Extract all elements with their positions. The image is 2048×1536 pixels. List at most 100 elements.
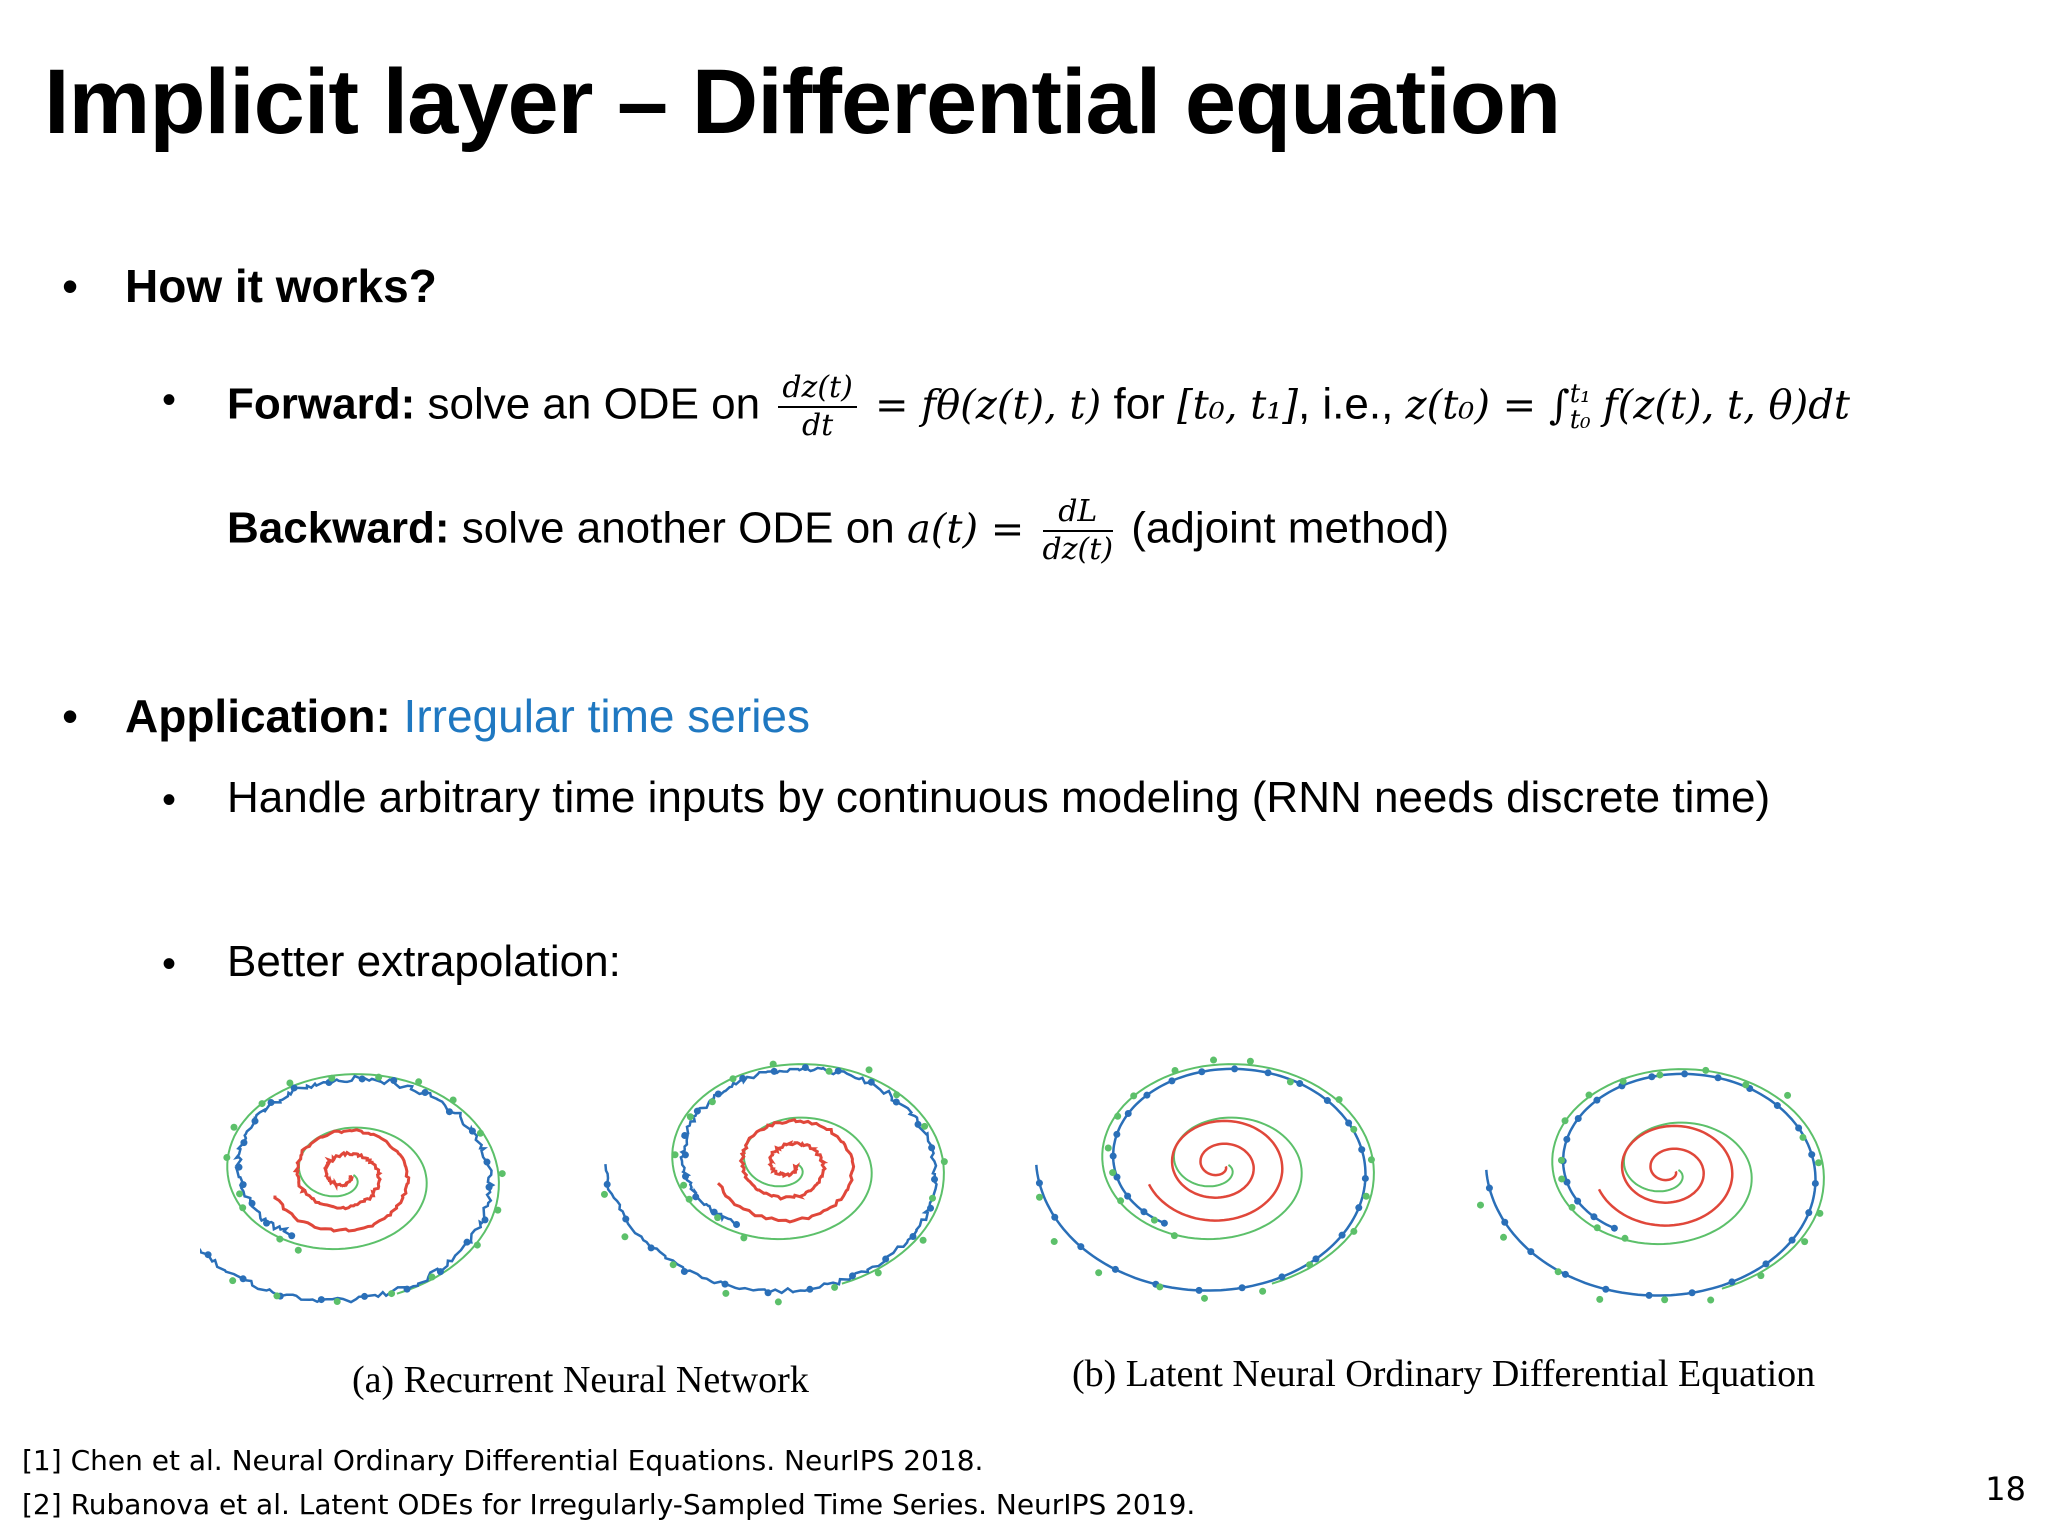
spiral-green-point bbox=[685, 1195, 693, 1203]
spiral-green-point bbox=[1619, 1077, 1627, 1085]
spiral-green-point bbox=[1171, 1067, 1179, 1075]
spiral-green-point bbox=[919, 1236, 927, 1244]
spiral-green-point bbox=[1095, 1269, 1103, 1277]
spiral-blue-point bbox=[290, 1084, 298, 1092]
spiral-blue-point bbox=[1077, 1243, 1085, 1251]
backward-line: Backward: solve another ODE on a(t) = dL… bbox=[227, 494, 1449, 568]
spiral-green-point bbox=[1367, 1156, 1375, 1164]
spiral-blue-point bbox=[721, 1280, 729, 1288]
spiral-green-point bbox=[1757, 1272, 1765, 1280]
spiral-blue-point bbox=[1195, 1286, 1203, 1294]
integral-upper: t₁ bbox=[1569, 379, 1591, 409]
spiral-blue-point bbox=[714, 1090, 722, 1098]
spiral-blue-point bbox=[1773, 1102, 1781, 1110]
spiral-green-point bbox=[1117, 1197, 1125, 1205]
spiral-blue-line bbox=[1485, 1072, 1817, 1297]
spiral-green-point bbox=[473, 1241, 481, 1249]
spiral-blue-point bbox=[681, 1172, 689, 1180]
spiral-blue-point bbox=[1574, 1114, 1582, 1122]
spiral-green-point bbox=[1702, 1066, 1710, 1074]
spiral-green-point bbox=[1656, 1071, 1664, 1079]
spiral-green-point bbox=[1476, 1201, 1484, 1209]
spiral-blue-point bbox=[463, 1238, 471, 1246]
spiral-blue-point bbox=[806, 1285, 814, 1293]
spiral-blue-point bbox=[692, 1193, 700, 1201]
spiral-blue-point bbox=[914, 1120, 922, 1128]
spiral-green-point bbox=[1109, 1169, 1117, 1177]
spiral-blue-point bbox=[1124, 1109, 1132, 1117]
forward-frac-den: dt bbox=[801, 408, 834, 443]
spiral-green-point bbox=[1259, 1287, 1267, 1295]
spiral-green-point bbox=[236, 1190, 244, 1198]
spiral-blue-point bbox=[681, 1131, 689, 1139]
spiral-green-point bbox=[1596, 1295, 1604, 1303]
spiral-green-point bbox=[1621, 1234, 1629, 1242]
spiral-blue-point bbox=[468, 1127, 476, 1135]
spiral-blue-point bbox=[931, 1175, 939, 1183]
spiral-green-point bbox=[1593, 1224, 1601, 1232]
spiral-blue-point bbox=[681, 1151, 689, 1159]
caption-b: (b) Latent Neural Ordinary Differential … bbox=[1072, 1353, 1816, 1395]
application-value: Irregular time series bbox=[403, 690, 810, 742]
spiral-green-point bbox=[273, 1292, 281, 1300]
spiral-blue-point bbox=[239, 1181, 247, 1189]
backward-eq1: a(t) = bbox=[906, 506, 1025, 553]
spiral-green-point bbox=[1585, 1091, 1593, 1099]
spiral-blue-point bbox=[1501, 1218, 1509, 1226]
spiral-blue-point bbox=[1602, 1285, 1610, 1293]
slide-title: Implicit layer – Differential equation bbox=[44, 51, 1561, 153]
spiral-blue-point bbox=[1143, 1091, 1151, 1099]
spiral-blue-point bbox=[927, 1204, 935, 1212]
spiral-blue-point bbox=[1805, 1209, 1813, 1217]
spiral-green-point bbox=[671, 1151, 679, 1159]
bullet-dot: • bbox=[62, 260, 79, 312]
spiral-blue-point bbox=[1358, 1146, 1366, 1154]
spiral-blue-point bbox=[1140, 1208, 1148, 1216]
spiral-blue-point bbox=[483, 1158, 491, 1166]
spiral-green-point bbox=[294, 1246, 302, 1254]
bullet-dot: • bbox=[62, 690, 79, 742]
spiral-green-point bbox=[1114, 1112, 1122, 1120]
spiral-green-point bbox=[1500, 1233, 1508, 1241]
spiral-blue-point bbox=[1198, 1068, 1206, 1076]
spiral-blue-point bbox=[882, 1255, 890, 1263]
spiral-blue-point bbox=[1788, 1236, 1796, 1244]
sub-bullet-dot: • bbox=[162, 778, 177, 822]
application-label: Application: bbox=[125, 690, 391, 742]
spiral-blue-point bbox=[1728, 1278, 1736, 1286]
spiral-blue-point bbox=[421, 1089, 429, 1097]
spiral-blue-point bbox=[240, 1139, 248, 1147]
how-heading: How it works? bbox=[125, 260, 437, 312]
spiral-green-point bbox=[494, 1206, 502, 1214]
backward-frac-num: dL bbox=[1042, 494, 1114, 532]
forward-text2: for bbox=[1113, 379, 1165, 429]
spiral-blue-point bbox=[251, 1117, 259, 1125]
spiral-blue-point bbox=[1338, 1231, 1346, 1239]
spiral-blue-point bbox=[834, 1067, 842, 1075]
spiral-green-point bbox=[258, 1100, 266, 1108]
spiral-blue-point bbox=[1124, 1192, 1132, 1200]
spiral-blue-point bbox=[1160, 1219, 1168, 1227]
spiral-blue-point bbox=[1238, 1284, 1246, 1292]
forward-eq1: = fθ(z(t), t) bbox=[875, 382, 1102, 429]
spiral-green-point bbox=[449, 1096, 457, 1104]
spiral-blue-point bbox=[204, 1251, 212, 1259]
spiral-green-point bbox=[1707, 1296, 1715, 1304]
spiral-blue-point bbox=[288, 1232, 296, 1240]
spiral-green-line bbox=[1551, 1068, 1825, 1290]
spiral-blue-point bbox=[1051, 1213, 1059, 1221]
spiral-green-point bbox=[1150, 1216, 1158, 1224]
spiral-green-point bbox=[328, 1074, 336, 1082]
spiral-blue-point bbox=[892, 1098, 900, 1106]
spiral-red-line bbox=[1597, 1124, 1734, 1227]
spiral-blue-point bbox=[1168, 1077, 1176, 1085]
spiral-green-point bbox=[1661, 1296, 1669, 1304]
spiral-red-line bbox=[716, 1118, 856, 1224]
spiral-blue-point bbox=[1574, 1197, 1582, 1205]
spiral-blue-point bbox=[1361, 1174, 1369, 1182]
spiral-blue-point bbox=[622, 1215, 630, 1223]
spiral-blue-point bbox=[909, 1232, 917, 1240]
spiral-blue-point bbox=[1561, 1270, 1569, 1278]
forward-line: Forward: solve an ODE on dz(t) dt = fθ(z… bbox=[227, 370, 1850, 444]
spiral-green-point bbox=[1815, 1159, 1823, 1167]
